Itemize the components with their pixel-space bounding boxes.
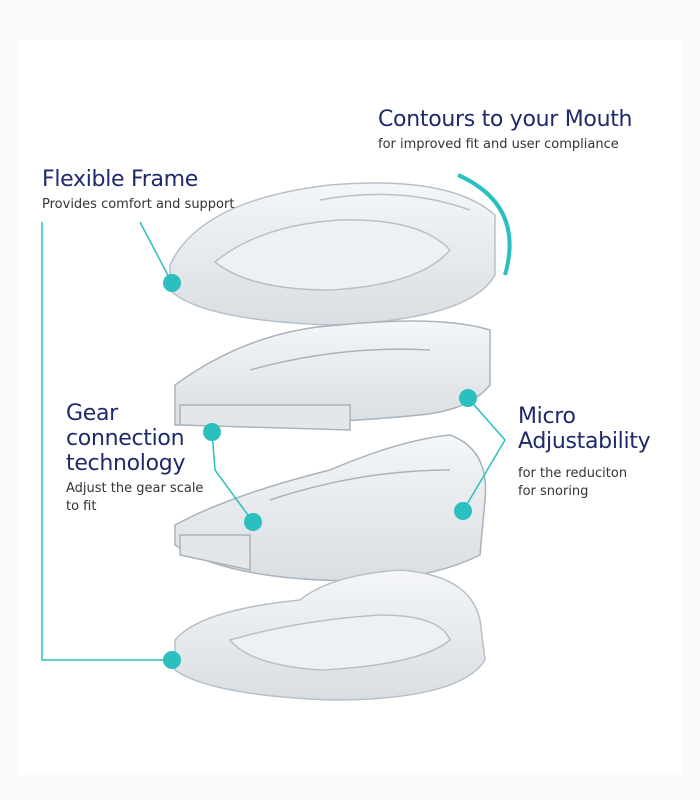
gear-subtitle-line: to fit xyxy=(66,499,97,514)
leader-lines xyxy=(41,173,512,661)
micro-subtitle-line: for the reduciton xyxy=(518,466,628,481)
top-tray xyxy=(169,182,496,326)
contours-title: Contours to your Mouth xyxy=(378,107,633,132)
gear-subtitle-line: Adjust the gear scale xyxy=(66,481,204,496)
flexible-frame-subtitle: Provides comfort and support xyxy=(42,197,235,212)
callout-dots xyxy=(163,274,477,669)
bottom-tray xyxy=(174,569,486,701)
gear-title-line: technology xyxy=(66,451,186,476)
contours-subtitle: for improved fit and user compliance xyxy=(378,137,619,152)
upper-plate xyxy=(174,320,491,431)
gear-title-line: connection xyxy=(66,426,185,451)
micro-title-line: Micro xyxy=(518,404,576,429)
micro-subtitle-line: for snoring xyxy=(518,484,589,499)
gear-title-line: Gear xyxy=(66,401,118,426)
flexible-frame-title: Flexible Frame xyxy=(42,167,198,192)
lower-plate xyxy=(174,434,487,582)
micro-title-line: Adjustability xyxy=(518,429,651,454)
